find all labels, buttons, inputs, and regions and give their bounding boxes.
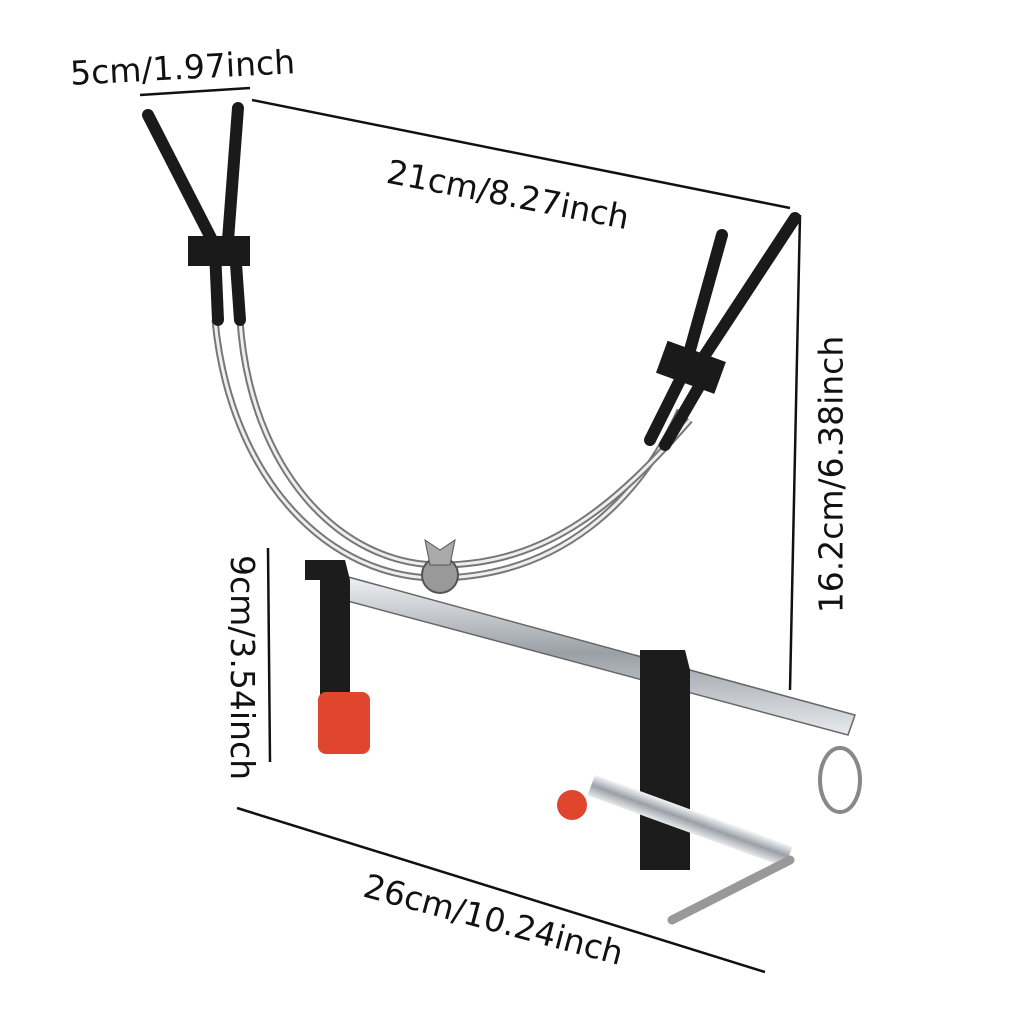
bar-length-line — [236, 806, 766, 974]
dimension-lines — [139, 86, 802, 974]
clamp-bar — [324, 571, 856, 736]
clamp-screw — [587, 774, 793, 868]
top-span-line — [251, 98, 791, 210]
sliding-jaw — [640, 650, 690, 870]
rod-holder — [142, 102, 801, 594]
screw-pad — [557, 790, 587, 820]
jaw-depth-line — [266, 547, 272, 763]
fixed-jaw-pad — [318, 692, 370, 754]
left-tip-collar — [188, 236, 250, 266]
jaw-depth-label: 9cm/3.54inch — [223, 554, 263, 781]
tip-width-line — [139, 86, 251, 97]
height-line — [788, 214, 802, 691]
height-label: 16.2cm/6.38inch — [811, 335, 851, 614]
fixed-jaw — [305, 560, 350, 700]
screw-handle — [667, 855, 795, 925]
hanging-ring — [818, 746, 862, 814]
rod-tips — [142, 102, 801, 451]
right-tip-collar — [655, 340, 726, 394]
clamp — [305, 560, 862, 925]
